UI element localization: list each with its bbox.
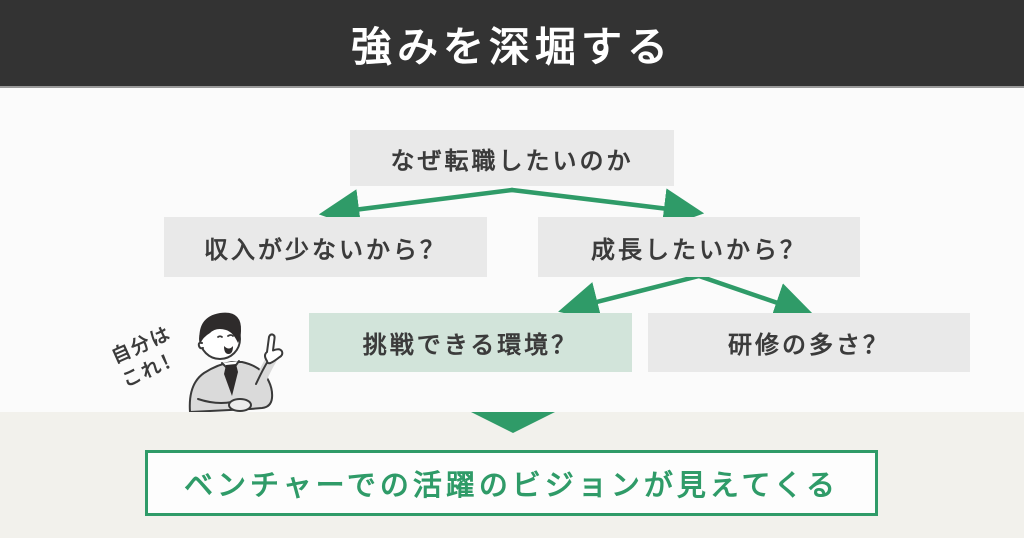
conclusion-area: ベンチャーでの活躍のビジョンが見えてくる <box>0 412 1024 538</box>
pointing-businessman-illustration <box>188 312 284 412</box>
conclusion-box: ベンチャーでの活躍のビジョンが見えてくる <box>145 450 878 516</box>
flowchart-area: なぜ転職したいのか 収入が少ないから？ 成長したいから？ 挑戦できる環境？ 研修… <box>0 88 1024 412</box>
header-banner: 強みを深堀する <box>0 0 1024 88</box>
conclusion-label: ベンチャーでの活躍のビジョンが見えてくる <box>183 468 840 502</box>
arrow-root-to-income <box>318 187 515 230</box>
arrow-growth-to-challenge <box>558 273 702 322</box>
down-arrow-icon <box>471 412 555 433</box>
connector-arrows <box>318 187 815 322</box>
flowchart-node-challenge: 挑戦できる環境？ <box>309 313 632 372</box>
flowchart-node-income: 収入が少ないから？ <box>164 217 487 277</box>
page-title: 強みを深堀する <box>351 23 673 71</box>
flowchart-node-growth: 成長したいから？ <box>538 217 860 277</box>
flowchart-node-root: なぜ転職したいのか <box>350 130 674 186</box>
arrow-root-to-growth <box>509 187 705 229</box>
arrow-growth-to-training <box>696 273 815 322</box>
flowchart-node-training: 研修の多さ？ <box>648 313 970 372</box>
